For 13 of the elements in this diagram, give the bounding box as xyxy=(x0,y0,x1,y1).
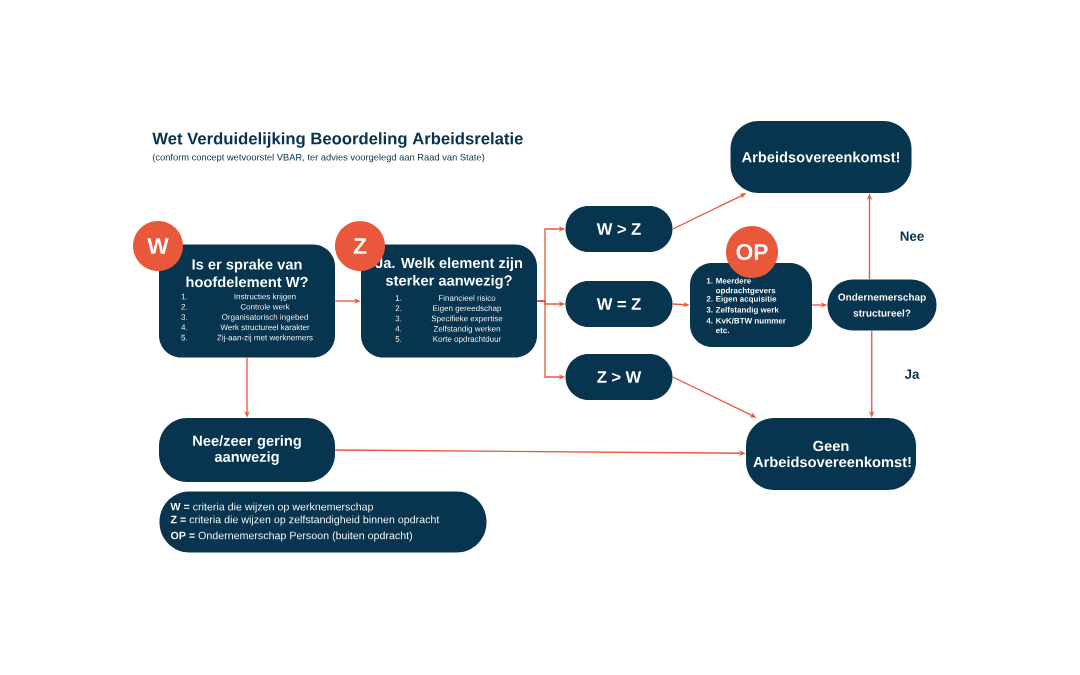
outcome-box: Z > W xyxy=(565,354,673,400)
title: Wet Verduidelijking Beoordeling Arbeidsrelatie xyxy=(152,132,523,148)
outcome-box: W = Z xyxy=(565,281,673,327)
edge-label: Ja xyxy=(903,368,921,381)
subtitle: (conform concept wetvoorstel VBAR, ter advies voorgelegd aan Raad van State) xyxy=(152,153,485,163)
edge-label: Nee xyxy=(898,230,926,243)
decision-box: Ondernemerschap structureel? xyxy=(827,279,937,331)
outcome-box: Nee/zeer gering aanwezig xyxy=(159,418,335,482)
result-box: Geen Arbeidsovereenkomst! xyxy=(746,418,916,490)
notes-box: W = criteria die wijzen op werknemerschap Z = criteria die wijzen op zelfstandigheid binnen opdracht OP = Ondernemerschap Persoon (buiten opdracht) xyxy=(159,491,487,553)
criteria-box: 1. Meerdere opdrachtgevers 2. Eigen acquisitie 3. Zelfstandig werk 4. KvK/BTW nummer etc. xyxy=(690,263,812,347)
outcome-box: W > Z xyxy=(565,206,673,252)
result-box: Arbeidsovereenkomst! xyxy=(730,121,912,193)
